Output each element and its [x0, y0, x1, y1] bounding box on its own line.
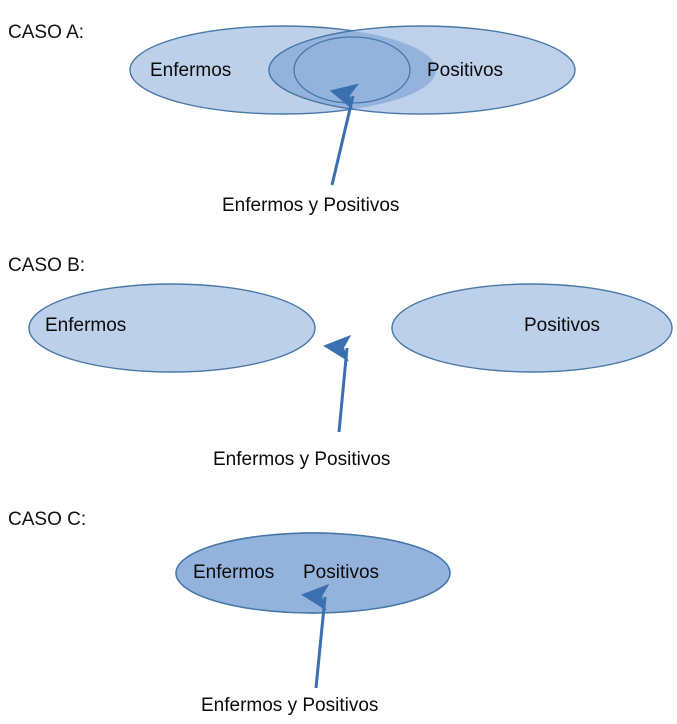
caso-a-caption: Enfermos y Positivos	[222, 195, 399, 216]
caso-c-ellipse-positivos	[175, 532, 451, 614]
caso-c-title: CASO C:	[8, 509, 86, 530]
caso-b-caption: Enfermos y Positivos	[213, 449, 390, 470]
caso-b-ellipse-enfermos	[28, 283, 316, 373]
caso-c-label-positivos: Positivos	[303, 562, 379, 583]
caso-a-group: CASO A: Enfermos Positivos Enfermos y Po…	[8, 22, 576, 216]
caso-b-arrow	[323, 334, 352, 433]
caso-a-title: CASO A:	[8, 22, 84, 43]
caso-c-caption: Enfermos y Positivos	[201, 695, 378, 716]
caso-c-arrow	[301, 583, 330, 689]
caso-c-group: CASO C: Enfermos Positivos Enfermos y Po…	[8, 509, 451, 716]
caso-b-label-enfermos: Enfermos	[45, 315, 126, 336]
caso-b-title: CASO B:	[8, 255, 85, 276]
caso-a-label-enfermos: Enfermos	[150, 60, 231, 81]
caso-c-label-enfermos: Enfermos	[193, 562, 274, 583]
caso-b-group: CASO B: Enfermos Positivos Enfermos y Po…	[8, 255, 673, 470]
caso-a-intersection-outline	[293, 36, 411, 104]
caso-b-ellipse-positivos	[391, 283, 673, 373]
caso-b-label-positivos: Positivos	[524, 315, 600, 336]
caso-a-label-positivos: Positivos	[427, 60, 503, 81]
caso-a-arrow	[329, 83, 360, 186]
